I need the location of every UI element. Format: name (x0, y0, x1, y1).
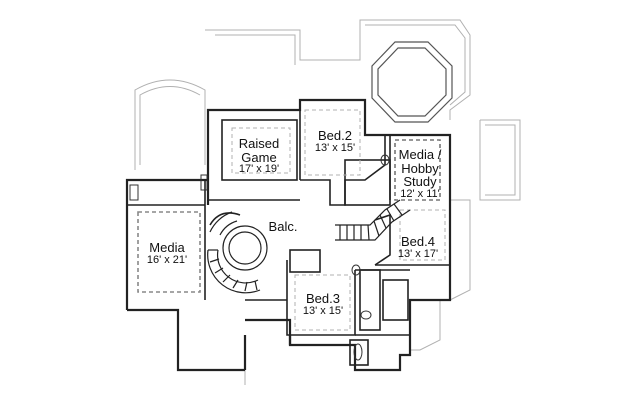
media-name: Media (149, 240, 185, 255)
lower-floor-outline (134, 19, 521, 385)
bed4-label: Bed.4 13' x 17' (392, 235, 444, 260)
media-label: Media 16' x 21' (138, 241, 196, 266)
balcony-name: Balc. (268, 219, 298, 234)
media-hobby-study-name-1: Media / (398, 147, 442, 162)
ceiling-lines (231, 109, 446, 331)
bed4-dims: 13' x 17' (397, 247, 439, 260)
raised-game-name-2: Game (241, 149, 277, 165)
skylight (371, 41, 453, 123)
media-dims: 16' x 21' (146, 253, 188, 266)
media-hobby-study-label: Media / Hobby Study 12' x 11' (393, 148, 447, 200)
balcony-label: Balc. (264, 220, 302, 234)
raised-game-name-1: Raised (238, 136, 280, 151)
bed2-label: Bed.2 13' x 15' (305, 129, 365, 154)
bed3-name: Bed.3 (306, 291, 340, 306)
bed4-name: Bed.4 (401, 234, 435, 249)
bed3-label: Bed.3 13' x 15' (294, 292, 352, 317)
bed2-name: Bed.2 (318, 128, 352, 143)
fixtures (129, 154, 390, 361)
raised-game-label: Raised Game 17' x 19' (228, 137, 290, 176)
raised-game-dims: 17' x 19' (238, 163, 280, 176)
straight-stair (335, 199, 411, 241)
interior-walls (127, 110, 450, 366)
media-hobby-study-name-3: Study (403, 174, 437, 190)
spiral-stair (207, 211, 268, 294)
exterior-walls (125, 98, 452, 372)
media-hobby-study-dims: 12' x 11' (400, 187, 440, 200)
media-hobby-study-name-2: Hobby (401, 160, 439, 176)
bed3-dims: 13' x 15' (302, 304, 344, 317)
bed2-dims: 13' x 15' (314, 141, 356, 154)
